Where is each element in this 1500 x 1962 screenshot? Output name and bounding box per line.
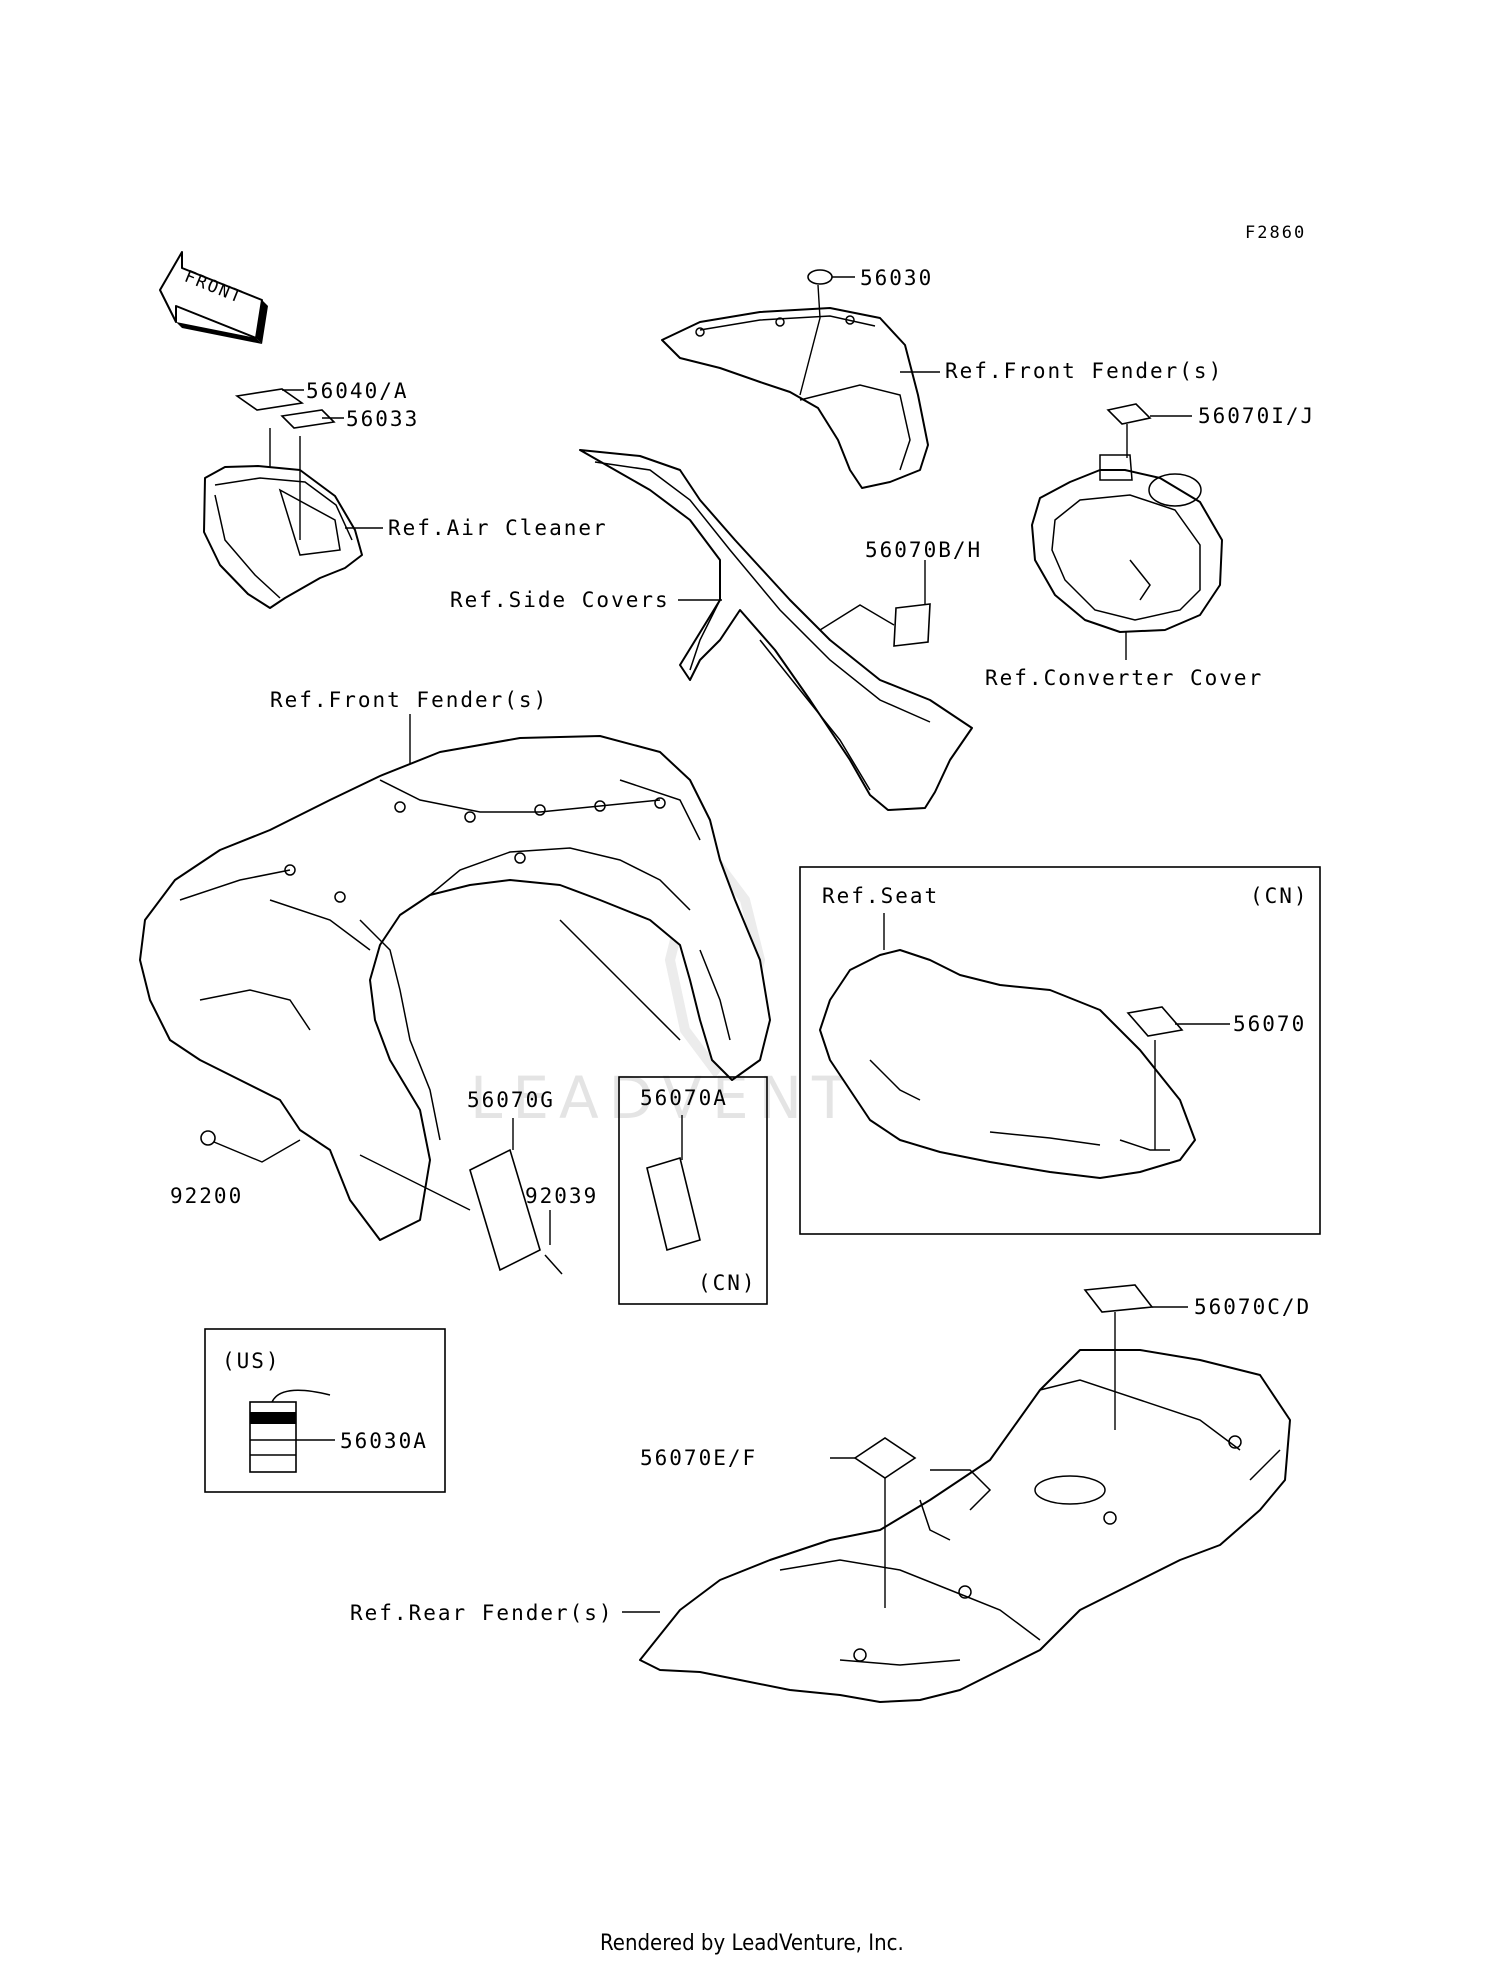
part-56070g: 56070G [467, 1088, 555, 1112]
decal-56040a [234, 388, 305, 411]
part-92200: 92200 [170, 1184, 243, 1208]
front-fender-top [661, 307, 929, 489]
decal-56070cd [1083, 1284, 1154, 1313]
decal-56070a [646, 1156, 701, 1252]
front-fender-main [139, 735, 771, 1241]
ref-converter-cover: Ref.Converter Cover [985, 666, 1263, 690]
ref-air-cleaner: Ref.Air Cleaner [388, 516, 608, 540]
seat [819, 949, 1196, 1179]
side-covers [579, 449, 973, 811]
front-arrow-icon: FRONT [159, 251, 268, 344]
part-56070ij: 56070I/J [1198, 404, 1315, 428]
clip-92200 [200, 1130, 216, 1146]
part-56040a: 56040/A [306, 379, 409, 403]
box-56070a-cn [618, 1076, 768, 1305]
ref-side-covers: Ref.Side Covers [450, 588, 670, 612]
decal-56070ef [853, 1437, 917, 1479]
rear-fender [639, 1349, 1291, 1703]
part-56070cd: 56070C/D [1194, 1295, 1311, 1319]
region-us: (US) [222, 1349, 281, 1373]
part-92039: 92039 [525, 1184, 598, 1208]
tag-56030a [249, 1389, 331, 1473]
ref-front-fender-main: Ref.Front Fender(s) [270, 688, 548, 712]
tie-92039 [544, 1254, 563, 1275]
air-cleaner-cover [203, 465, 363, 609]
decal-56033 [280, 409, 336, 429]
figure-code: F2860 [1245, 223, 1306, 243]
part-56030: 56030 [860, 266, 933, 290]
box-seat-cn [799, 866, 1321, 1235]
decal-56030 [807, 269, 833, 285]
part-56030a: 56030A [340, 1429, 428, 1453]
part-56070a: 56070A [640, 1086, 728, 1110]
part-56070bh: 56070B/H [865, 538, 982, 562]
decal-56070g [469, 1148, 541, 1272]
decal-56070ij [1106, 403, 1152, 425]
part-56070ef: 56070E/F [640, 1446, 757, 1470]
footer-credit: Rendered by LeadVenture, Inc. [600, 1931, 904, 1956]
region-cn-56070a: (CN) [698, 1271, 757, 1295]
decal-56070 [1126, 1006, 1184, 1037]
decal-56070bh [893, 603, 931, 647]
ref-rear-fender: Ref.Rear Fender(s) [350, 1601, 614, 1625]
converter-cover [1031, 454, 1223, 633]
ref-seat: Ref.Seat [822, 884, 939, 908]
ref-front-fender-top: Ref.Front Fender(s) [945, 359, 1223, 383]
region-cn-seat: (CN) [1250, 884, 1309, 908]
box-us [204, 1328, 446, 1493]
part-56033: 56033 [346, 407, 419, 431]
part-56070: 56070 [1233, 1012, 1306, 1036]
